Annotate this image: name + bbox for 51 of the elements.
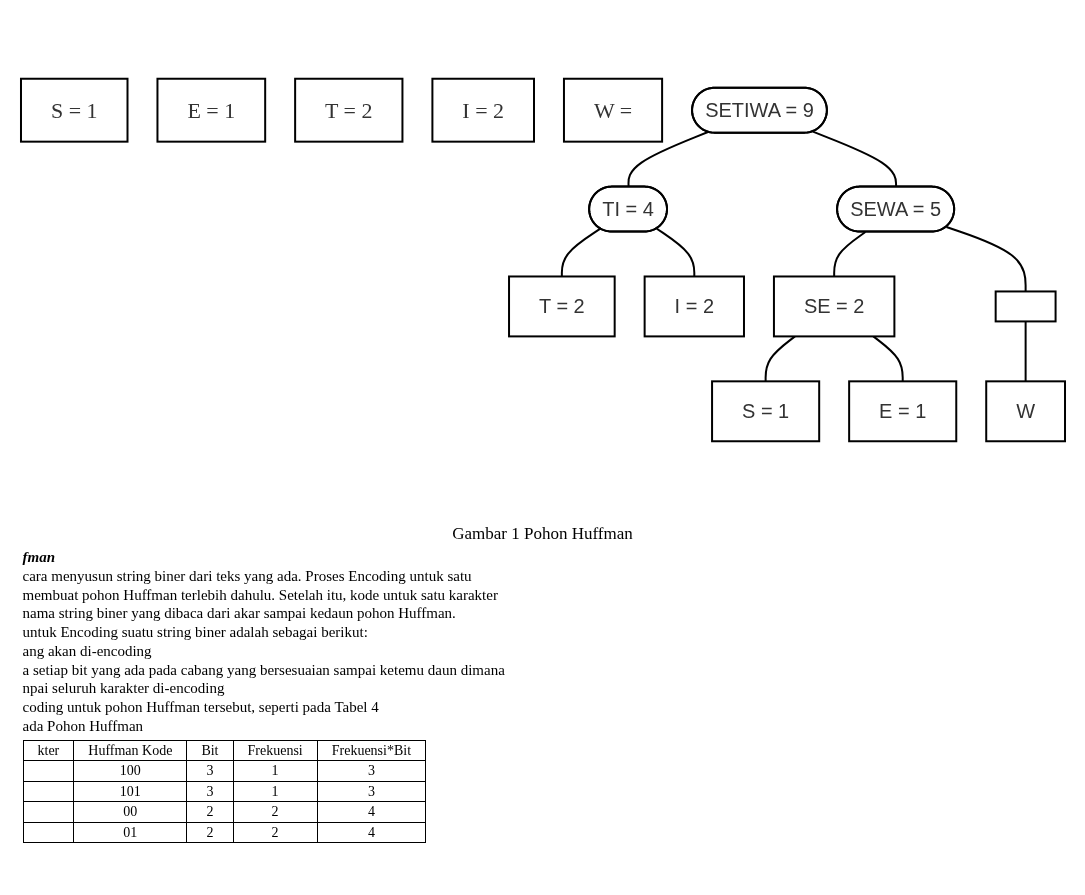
connector [871, 335, 904, 383]
body-text: ang akan di-encoding [22, 641, 153, 661]
connector [560, 227, 601, 278]
connector [944, 225, 1027, 293]
table-cell: 01 [73, 822, 187, 843]
table-cell: 3 [317, 781, 426, 802]
table-header-cell: Bit [186, 740, 233, 761]
connector [1024, 320, 1027, 383]
node-box: S = 1 [710, 380, 820, 443]
table-cell: 00 [73, 801, 187, 822]
body-text: npai seluruh karakter di-encoding [22, 679, 226, 698]
node-box: W [984, 380, 1066, 443]
node-box: E = 1 [155, 77, 266, 143]
table-cell: 3 [317, 760, 426, 781]
body-text: a setiap bit yang ada pada cabang yang bersesuaian sampai ketemu daun dimana [22, 660, 506, 680]
connector [655, 227, 695, 278]
table-header-cell: Frekuensi [233, 740, 318, 761]
table-cell: 3 [186, 781, 233, 802]
body-text: membuat pohon Huffman terlebih dahulu. Setelah itu, kode untuk satu karakter [22, 585, 499, 605]
node-box: T = 2 [293, 77, 403, 143]
node-box: I = 2 [643, 275, 745, 338]
connector [832, 231, 866, 278]
node-box: SE = 2 [772, 275, 895, 338]
connector [764, 335, 796, 383]
body-text: coding untuk pohon Huffman tersebut, seperti pada Tabel 4 [22, 698, 380, 717]
table-header-cell: kter [23, 740, 74, 761]
table-header-cell: Huffman Kode [73, 740, 187, 761]
table-cell: 101 [73, 781, 187, 802]
node-box: W = [562, 77, 663, 143]
table-cell: 1 [233, 760, 318, 781]
table-cell: 2 [186, 822, 233, 843]
body-text: ada Pohon Huffman [22, 716, 145, 736]
table-cell: 2 [186, 801, 233, 822]
node-box: E = 1 [847, 380, 957, 443]
table-cell: 4 [317, 822, 426, 843]
node-box: T = 2 [507, 275, 616, 338]
body-text: untuk Encoding suatu string biner adalah sebagai berikut: [22, 623, 369, 642]
table-cell: 2 [233, 822, 318, 843]
table-cell: 2 [233, 801, 318, 822]
node-box [994, 290, 1057, 323]
table-cell: 100 [73, 760, 187, 781]
node-box: I = 2 [430, 77, 535, 143]
figure-caption: Gambar 1 Pohon Huffman [452, 524, 633, 544]
table-header-cell: Frekuensi*Bit [317, 740, 426, 761]
section-heading: fman [22, 548, 56, 567]
table-cell: 1 [233, 781, 318, 802]
body-text: cara menyusun string biner dari teks yang ada. Proses Encoding untuk satu [22, 566, 473, 586]
body-text: nama string biner yang dibaca dari akar sampai kedaun pohon Huffman. [22, 604, 457, 623]
node-box: S = 1 [19, 77, 128, 143]
table-cell: 3 [186, 760, 233, 781]
table-cell: 4 [317, 801, 426, 822]
